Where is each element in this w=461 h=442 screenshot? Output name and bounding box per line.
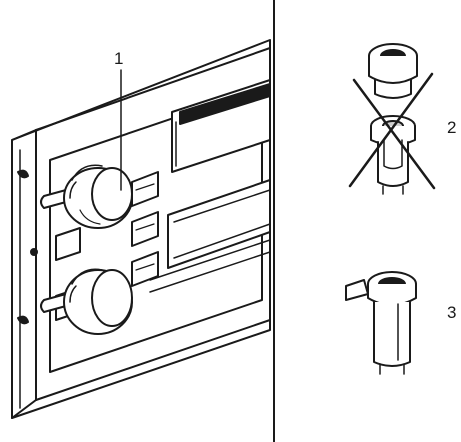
knob-bushing-crossed-out bbox=[348, 43, 436, 195]
label-part-1: 1 bbox=[114, 49, 123, 68]
rotary-knob-lower bbox=[40, 268, 133, 335]
rotary-knob-upper bbox=[40, 164, 133, 229]
label-part-2: 2 bbox=[447, 118, 456, 137]
radio-front-panel-illustration bbox=[11, 39, 271, 419]
knob-bushing-correct bbox=[345, 271, 417, 375]
label-part-3: 3 bbox=[447, 303, 456, 322]
